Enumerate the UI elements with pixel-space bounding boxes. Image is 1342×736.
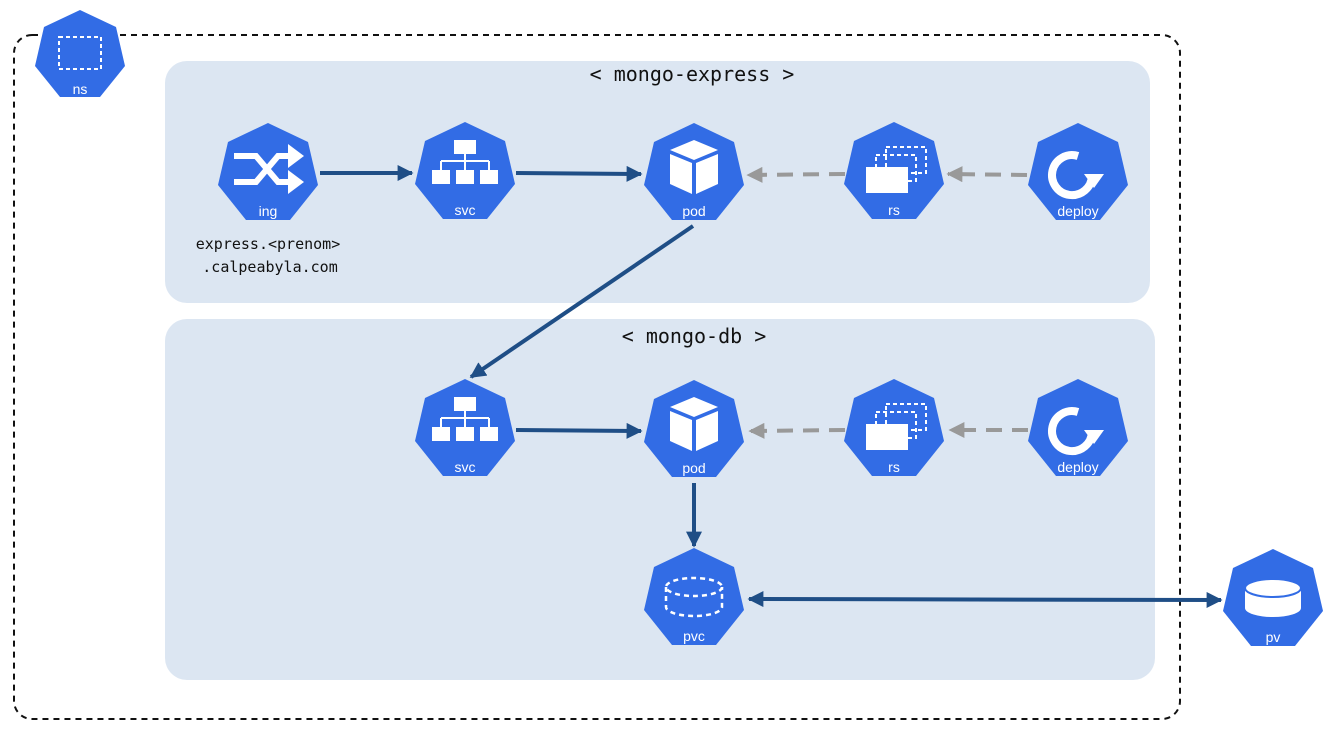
replicaset-icon (866, 403, 927, 450)
pv-volume-icon (1244, 578, 1302, 617)
express-deploy-node: deploy (1028, 123, 1128, 220)
ingress-host-line1: express.<prenom> (196, 235, 341, 253)
db-svc-node: svc (415, 379, 515, 476)
express-rs-label: rs (888, 202, 900, 218)
mongo-db-title: < mongo-db > (622, 324, 767, 348)
ns-icon (58, 36, 102, 70)
db-deploy-node: deploy (1028, 379, 1128, 476)
express-svc-label: svc (455, 202, 476, 218)
pvc-volume-icon (664, 576, 724, 618)
arrow-rs-to-pod-dashed (746, 166, 846, 183)
ns-label: ns (73, 81, 88, 97)
service-tree-icon (432, 397, 498, 441)
db-rs-node: rs (844, 379, 944, 476)
pod-cube-icon (670, 397, 718, 451)
deploy-refresh-icon (1048, 151, 1104, 200)
arrow-express-pod-to-db-svc (469, 224, 695, 379)
deploy-refresh-icon (1048, 407, 1104, 456)
pv-label: pv (1266, 629, 1281, 645)
express-deploy-label: deploy (1057, 203, 1098, 219)
pv-node: pv (1223, 549, 1323, 646)
express-svc-node: svc (415, 122, 515, 219)
deploy-heptagon (1028, 379, 1128, 476)
db-rs-label: rs (888, 459, 900, 475)
namespace-boundary (13, 34, 1181, 720)
express-rs-node: rs (844, 122, 944, 219)
ns-heptagon (35, 10, 125, 97)
pod-cube-icon (670, 140, 718, 194)
db-pod-node: pod (644, 380, 744, 477)
db-pvc-node: pvc (644, 548, 744, 645)
pod-heptagon (644, 123, 744, 220)
replicaset-icon (866, 146, 927, 193)
pod-heptagon (644, 380, 744, 477)
arrow-deploy-to-rs-dashed (946, 166, 1028, 183)
ingress-host-line2: .calpeabyla.com (202, 258, 337, 276)
arrow-db-svc-to-pod (515, 422, 643, 439)
express-pod-label: pod (682, 203, 705, 219)
mongo-express-title: < mongo-express > (590, 62, 795, 86)
arrow-pvc-pv-bidirectional (747, 591, 1223, 608)
ingress-shuffle-icon (234, 153, 290, 185)
db-deploy-label: deploy (1057, 459, 1098, 475)
db-svc-label: svc (455, 459, 476, 475)
service-tree-icon (432, 140, 498, 184)
db-pod-label: pod (682, 460, 705, 476)
db-pvc-label: pvc (683, 628, 705, 644)
deploy-heptagon (1028, 123, 1128, 220)
express-ing-label: ing (259, 203, 278, 219)
express-pod-node: pod (644, 123, 744, 220)
arrow-svc-to-pod (515, 165, 643, 182)
express-ing-node: ing (218, 123, 318, 220)
ns-node: ns (35, 10, 125, 97)
arrow-db-rs-to-pod-dashed (748, 422, 846, 439)
